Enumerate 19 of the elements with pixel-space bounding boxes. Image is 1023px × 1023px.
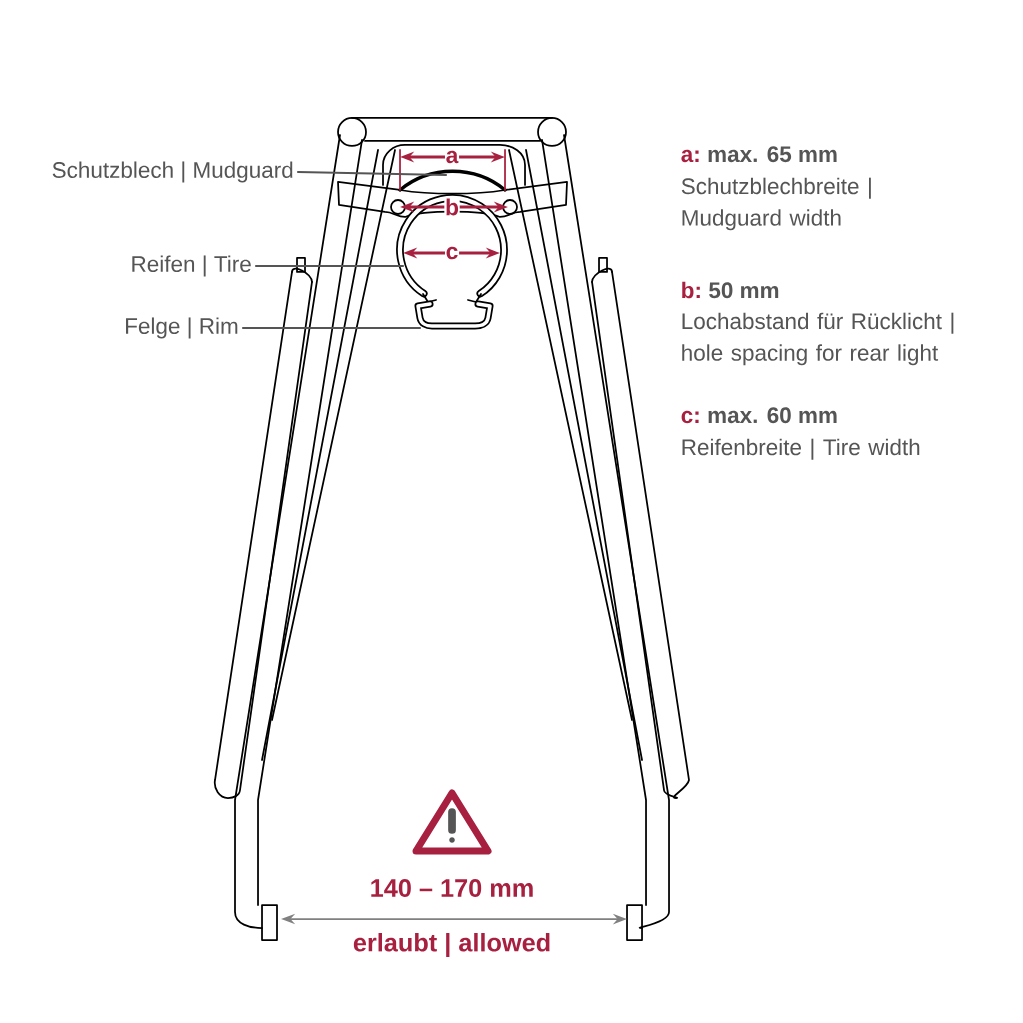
- dimension-letter: a: [444, 150, 460, 164]
- dimension-letter: c: [444, 246, 460, 260]
- spec-key: b:: [682, 281, 700, 299]
- leader-line: [241, 326, 422, 330]
- width-note: erlaubt | allowed: [353, 933, 550, 957]
- spec-description: Schutzblechbreite | Mudguard width: [681, 177, 871, 231]
- part-label: Schutzblech | Mudguard: [52, 161, 293, 183]
- leader-line: [254, 264, 405, 268]
- spec-value: max. 60 mm: [708, 407, 837, 424]
- spec-value: 50 mm: [709, 282, 779, 299]
- spec-description: Reifenbreite | Tire width: [682, 438, 920, 460]
- part-label: Felge | Rim: [126, 317, 238, 339]
- spec-key: a:: [681, 149, 699, 163]
- spec-key: c:: [681, 410, 699, 424]
- leader-line: [296, 170, 448, 177]
- spec-description: Lochabstand für Rücklicht | hole spacing for rear light: [682, 312, 954, 366]
- part-label: Reifen | Tire: [132, 255, 251, 277]
- width-note: 140 – 170 mm: [371, 879, 533, 897]
- spec-value: max. 65 mm: [708, 146, 837, 163]
